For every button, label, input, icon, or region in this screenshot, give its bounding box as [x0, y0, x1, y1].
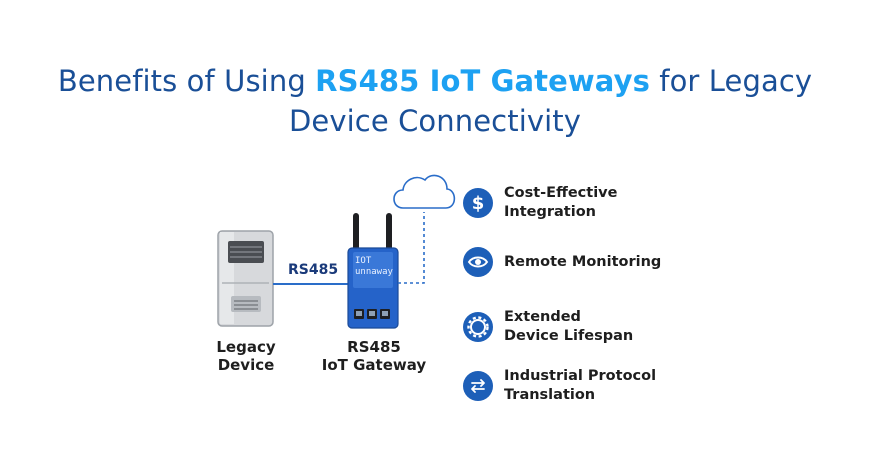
eye-icon [463, 247, 493, 277]
title-line2: Device Connectivity [288, 104, 581, 139]
swap-arrows-icon [463, 371, 493, 401]
benefit-label: Remote Monitoring [504, 253, 662, 270]
benefit-label: Cost-Effective [504, 185, 618, 201]
cloud-link-dotted-line [398, 212, 425, 284]
title-suffix: for Legacy [649, 64, 813, 99]
benefit-label: Integration [504, 204, 596, 220]
gateway-label: RS485 IoT Gateway [321, 338, 427, 374]
legacy-device-label: Legacy Device [216, 338, 276, 374]
rs485-link-label: RS485 [288, 262, 339, 278]
iot-gateway-icon [347, 247, 399, 329]
gateway-screen-text: IOT unnaway [355, 256, 393, 277]
benefit-label: Translation [504, 387, 596, 403]
benefit-item-monitoring: Remote Monitoring [463, 247, 661, 277]
dollar-icon: $ [463, 188, 493, 218]
benefit-label: Extended [504, 309, 581, 325]
antenna-right [386, 213, 392, 253]
legacy-device-icon [217, 230, 274, 327]
antenna-left [353, 213, 359, 253]
gear-icon [463, 312, 493, 342]
page-title: Benefits of Using RS485 IoT Gateways for… [0, 61, 870, 141]
cloud-icon [393, 174, 456, 209]
title-prefix: Benefits of Using [57, 64, 316, 99]
benefit-item-cost: $ Cost-Effective Integration [463, 184, 617, 222]
title-highlight: RS485 IoT Gateways [315, 64, 650, 99]
benefit-item-translation: Industrial Protocol Translation [463, 367, 656, 405]
svg-text:$: $ [472, 193, 485, 214]
benefit-item-lifespan: Extended Device Lifespan [463, 308, 633, 346]
benefit-label: Device Lifespan [504, 328, 634, 344]
benefit-label: Industrial Protocol [504, 368, 657, 384]
